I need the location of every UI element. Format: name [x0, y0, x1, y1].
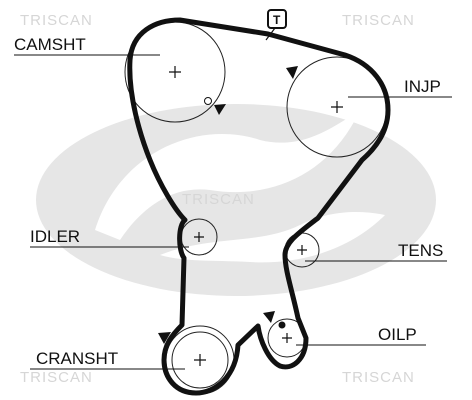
watermark-bottom-left: TRISCAN	[20, 369, 93, 386]
watermark-top-right: TRISCAN	[342, 12, 415, 29]
oil-pump-arrow-icon	[263, 311, 275, 323]
camshaft-arrow-icon	[214, 104, 226, 115]
oil-pump-label: OILP	[378, 325, 417, 344]
camshaft-label: CAMSHT	[14, 35, 86, 54]
gates-logo-watermark	[36, 104, 436, 296]
watermark-top-left: TRISCAN	[20, 12, 93, 29]
timing-mark-text: T	[273, 13, 281, 27]
camshaft-timing-dot	[204, 97, 212, 105]
oil-pump-timing-dot	[278, 321, 286, 329]
timing-mark-badge: T	[265, 9, 287, 41]
watermark-bottom-right: TRISCAN	[342, 369, 415, 386]
crankshaft-arrow-icon	[158, 332, 171, 344]
timing-belt	[127, 17, 391, 396]
injection-pump-label: INJP	[404, 77, 441, 96]
tensioner-label: TENS	[398, 241, 443, 260]
injection-pump-arrow-icon	[286, 66, 298, 79]
crankshaft-label: CRANSHT	[36, 349, 118, 368]
idler-label: IDLER	[30, 227, 80, 246]
watermark-center: TRISCAN	[182, 191, 255, 208]
